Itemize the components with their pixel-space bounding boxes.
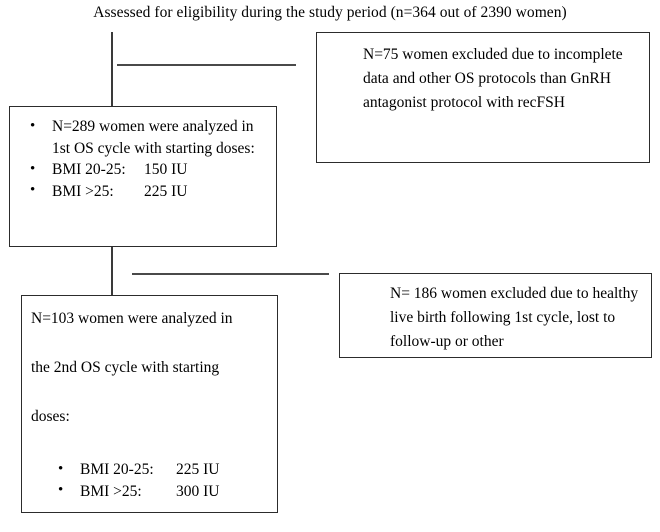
box-first-os-cycle-content: N=289 women were analyzed in 1st OS cycl… [10, 107, 276, 202]
connector-branch-to-second-exclusion [132, 273, 329, 275]
list-item: N=289 women were analyzed in 1st OS cycl… [16, 116, 270, 159]
second-cycle-bmi-low-value: 225 IU [176, 461, 220, 478]
excluded-second-text: N= 186 women excluded due to healthy liv… [390, 285, 639, 350]
list-item: BMI >25: 225 IU [16, 180, 270, 203]
page-title: Assessed for eligibility during the stud… [93, 4, 567, 21]
box-second-os-cycle: N=103 women were analyzed in the 2nd OS … [21, 295, 278, 513]
second-cycle-bmi-high-value: 300 IU [176, 482, 220, 500]
connector-trunk-lower [111, 246, 113, 297]
list-item: BMI >25: 300 IU [22, 480, 277, 503]
second-cycle-line-2: the 2nd OS cycle with starting [31, 359, 220, 376]
first-cycle-bmi-low-value: 150 IU [144, 161, 188, 178]
box-excluded-first-stage: N=75 women excluded due to incomplete da… [316, 32, 650, 163]
second-cycle-bmi-low-label: BMI 20-25: [80, 461, 154, 478]
connector-branch-to-first-exclusion [117, 64, 296, 66]
list-item: BMI 20-25: 225 IU [22, 459, 277, 481]
second-cycle-line-3: doses: [31, 408, 70, 425]
second-cycle-line-1: N=103 women were analyzed in [31, 310, 233, 327]
first-cycle-summary-text: N=289 women were analyzed in 1st OS cycl… [52, 118, 255, 157]
second-cycle-bullet-list: BMI 20-25: 225 IU BMI >25: 300 IU [22, 427, 277, 502]
excluded-first-text: N=75 women excluded due to incomplete da… [363, 46, 623, 111]
first-cycle-bullet-list: N=289 women were analyzed in 1st OS cycl… [16, 116, 270, 202]
first-cycle-bmi-high-value: 225 IU [144, 182, 188, 200]
first-cycle-bmi-high-label: BMI >25: [52, 182, 114, 200]
box-excluded-second-stage: N= 186 women excluded due to healthy liv… [339, 273, 652, 358]
list-item: BMI 20-25: 150 IU [16, 159, 270, 181]
second-cycle-bmi-high-label: BMI >25: [80, 482, 142, 500]
box-first-os-cycle: N=289 women were analyzed in 1st OS cycl… [9, 106, 277, 247]
connector-trunk-upper [111, 32, 113, 108]
first-cycle-bmi-low-label: BMI 20-25: [52, 161, 126, 178]
